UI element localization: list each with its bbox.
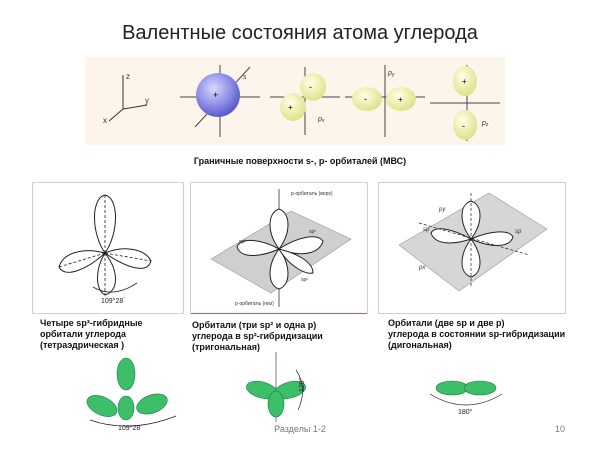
sp2-diagram: p-орбиталь (верх) p-орбиталь (низ) sp² s… — [210, 189, 352, 307]
pz-plus: + — [462, 77, 467, 86]
sp2-caption-line-2: углерода в sp²-гибридизации — [192, 331, 323, 341]
footer-section-label: Разделы 1-2 — [274, 424, 326, 434]
slide-title: Валентные состояния атома углерода — [122, 22, 478, 44]
sp-caption-line-3: (дигональная) — [388, 340, 452, 350]
sp2-lobe-right — [277, 236, 324, 255]
sp2-caption: Орбитали (три sp² и одна p) углерода в s… — [192, 320, 382, 353]
axis-x-label: x — [103, 116, 107, 125]
sp-caption: Орбитали (две sp и две p) углерода в сос… — [388, 318, 588, 351]
orbital-surfaces-diagram: z y x + s + - px - + — [103, 65, 500, 141]
sp-lobe-right — [469, 231, 514, 246]
pz-orbital: + - pz — [430, 65, 500, 141]
py-label: py — [387, 70, 395, 78]
sp3-angle-label: 109°28´ — [101, 297, 126, 305]
sp2-bottom-angle: 120° — [298, 377, 306, 392]
sp2-lobe-front — [277, 248, 314, 274]
frame-underline — [191, 313, 367, 314]
sp3-diagram-frame: 109°28´ — [32, 182, 184, 314]
py-orbital: - + py — [345, 65, 425, 137]
coordinate-axes — [108, 75, 148, 122]
orbital-surfaces-caption: Граничные поверхности s-, p- орбиталей (… — [193, 156, 407, 166]
sp2-caption-line-3: (тригональная) — [192, 342, 260, 352]
px-label: px — [418, 265, 426, 271]
sp-caption-line-2: углерода в состоянии sp-гибридизации — [388, 329, 566, 339]
px-orbital: + - px — [270, 67, 340, 135]
orbital-surfaces-panel: z y x + s + - px - + — [85, 57, 505, 145]
sp-label-2: sp — [423, 227, 430, 233]
sp3-caption-line-1: Четыре sp³-гибридные — [40, 318, 143, 328]
p-lobe-top — [269, 208, 289, 250]
sp-lobe-left — [430, 228, 473, 244]
sp2-green-model: 120° — [236, 350, 316, 424]
sp2-lobe-left — [236, 240, 281, 256]
px-plus: + — [288, 103, 293, 112]
sp-label-1: sp — [515, 229, 522, 235]
px-minus: - — [309, 82, 312, 92]
sp2-diagram-frame: p-орбиталь (верх) p-орбиталь (низ) sp² s… — [190, 182, 368, 314]
sp3-green-model: 109°28´ — [80, 356, 190, 434]
py-plus: + — [398, 95, 403, 104]
sp3-caption-line-2: орбитали углерода — [40, 329, 126, 339]
sp3-caption-line-3: (тетраэдрическая ) — [40, 340, 125, 350]
axis-z-label: z — [126, 72, 130, 81]
s-sign: + — [213, 90, 218, 100]
py-minus: - — [364, 94, 367, 104]
sp2-label-3: sp² — [301, 277, 308, 283]
pz-minus: - — [462, 121, 465, 131]
px-label: px — [317, 116, 325, 124]
sp3-lobe-down — [97, 252, 116, 296]
sp-green-model: 180° — [424, 372, 508, 420]
s-label: s — [243, 74, 247, 81]
page-number: 10 — [555, 424, 566, 434]
sp3-bottom-angle: 109°28´ — [118, 424, 143, 432]
p-top-label: p-орбиталь (верх) — [291, 191, 333, 197]
sp-diagram: py px sp sp — [398, 192, 548, 292]
s-orbital: + s — [180, 65, 260, 137]
sp2-label-1: sp² — [239, 239, 246, 245]
sp2-caption-line-1: Орбитали (три sp² и одна p) — [192, 320, 317, 330]
sp-bottom-angle: 180° — [458, 408, 473, 416]
p-lobe-bottom — [269, 248, 289, 290]
sp-caption-line-1: Орбитали (две sp и две p) — [388, 318, 505, 328]
py-label: py — [438, 207, 446, 213]
sp3-diagram: 109°28´ — [58, 194, 152, 305]
sp2-label-2: sp² — [309, 229, 316, 235]
sp3-lobe-up — [94, 194, 116, 254]
p-bottom-label: p-орбиталь (низ) — [235, 301, 274, 307]
axis-y-label: y — [145, 96, 149, 105]
sp-diagram-frame: py px sp sp — [378, 182, 566, 314]
sp3-caption: Четыре sp³-гибридные орбитали углерода (… — [40, 318, 190, 351]
pz-label: pz — [481, 120, 489, 128]
sp3-lobe-left — [58, 250, 106, 273]
